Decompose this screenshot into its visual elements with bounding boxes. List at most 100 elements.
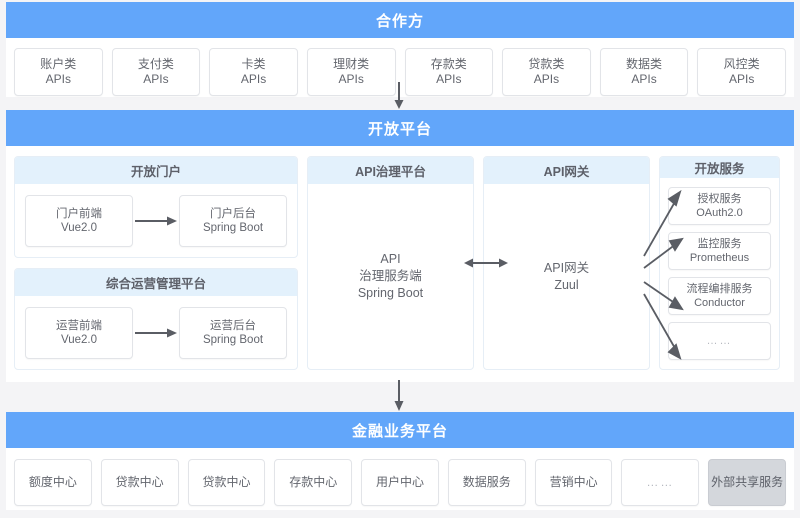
api-gateway-line1: API网关 [543,260,590,275]
partner-api-card-name: 数据类 [626,57,663,71]
api-governance-text: API 治理服务端 Spring Boot [358,251,423,302]
panel-title-api-gateway: API网关 [484,157,649,184]
financial-card-label: 用户中心 [376,475,425,489]
node-operations-frontend[interactable]: 运营前端 Vue2.0 [25,306,133,359]
panel-open-services: 开放服务 授权服务 OAuth2.0 监控服务 Prometheus 流程编排服务 Con… [659,156,780,370]
node-portal-backend-tech: Spring Boot [202,221,264,234]
partner-api-card-sub: APIs [240,72,267,86]
open-service-card[interactable]: 监控服务 Prometheus [668,232,771,270]
arrow-portal-frontend-to-backend [135,216,177,225]
open-service-card-name: 流程编排服务 [686,283,753,295]
open-service-card[interactable]: …… [668,322,771,360]
financial-card-label: …… [646,475,675,489]
partner-api-card-sub: APIs [143,72,169,86]
financial-card[interactable]: 存款中心 [274,459,353,506]
partner-api-card-name: 存款类 [430,57,467,71]
partner-api-card-name: 风控类 [723,57,760,71]
panel-api-governance: API治理平台 API 治理服务端 Spring Boot [307,156,474,370]
financial-card-label: 数据服务 [462,475,511,489]
node-portal-backend-name: 门户后台 [210,207,256,220]
panel-title-operations: 综合运营管理平台 [15,269,297,296]
panel-title-api-governance: API治理平台 [308,157,473,184]
node-portal-frontend-name: 门户前端 [56,207,102,220]
panel-title-open-portal: 开放门户 [15,157,297,184]
panel-body-open-portal: 门户前端 Vue2.0 门户后台 Spring Boot [15,184,297,257]
financial-card-external[interactable]: 外部共享服务 [708,459,787,506]
api-gateway-line2: Zuul [554,277,579,292]
financial-card-label: 存款中心 [289,475,338,489]
financial-card[interactable]: 营销中心 [534,459,613,506]
node-operations-backend-tech: Spring Boot [202,333,264,346]
financial-card[interactable]: 额度中心 [14,459,92,506]
arrow-governance-gateway-bidirectional [464,258,508,268]
partner-api-card-sub: APIs [533,72,560,86]
open-service-card-name: …… [706,335,733,347]
operations-node-pair: 运营前端 Vue2.0 运营后台 Spring Boot [21,306,291,359]
panel-api-gateway: API网关 API网关 Zuul [483,156,650,370]
partner-api-card-name: 账户类 [40,57,77,71]
node-operations-frontend-name: 运营前端 [56,319,102,332]
financial-card-label: 营销中心 [549,475,598,489]
panel-body-api-gateway[interactable]: API网关 Zuul [484,184,649,369]
partner-api-card-sub: APIs [45,72,71,86]
partner-api-card-sub: APIs [729,72,755,86]
open-platform-body: 开放门户 门户前端 Vue2.0 门户 [6,146,794,382]
panel-body-open-services: 授权服务 OAuth2.0 监控服务 Prometheus 流程编排服务 Conducto… [660,178,779,369]
open-platform-band-title: 开放平台 [6,110,794,146]
partner-api-card-sub: APIs [338,72,364,86]
partner-api-card-sub: APIs [436,72,462,86]
api-governance-line2: 治理服务端 [359,269,422,283]
node-portal-frontend[interactable]: 门户前端 Vue2.0 [25,194,133,247]
node-portal-backend[interactable]: 门户后台 Spring Boot [179,194,287,247]
arrow-operations-frontend-to-backend [135,328,177,337]
panel-body-operations: 运营前端 Vue2.0 运营后台 Spring Boot [15,296,297,369]
api-governance-line1: API [380,252,401,266]
open-service-card-name: 监控服务 [697,238,742,250]
open-service-card[interactable]: 授权服务 OAuth2.0 [668,187,771,225]
panel-operations: 综合运营管理平台 运营前端 Vue2.0 [14,268,298,370]
partner-api-card-name: 卡类 [241,57,266,71]
portal-node-pair: 门户前端 Vue2.0 门户后台 Spring Boot [21,194,291,247]
financial-band-title: 金融业务平台 [6,412,794,448]
api-gateway-text: API网关 Zuul [544,260,589,294]
panel-body-api-governance[interactable]: API 治理服务端 Spring Boot [308,184,473,369]
open-service-card-name: 授权服务 [697,193,742,205]
open-service-card[interactable]: 流程编排服务 Conductor [668,277,771,315]
open-service-card-tech: Conductor [694,297,745,309]
open-service-card-tech: OAuth2.0 [696,207,743,219]
financial-card-row: 额度中心 贷款中心 贷款中心 存款中心 用户中心 数据服务 营销中心 …… 外部共享服务 [6,448,794,518]
arrow-platform-to-financial [394,380,404,411]
financial-card[interactable]: 数据服务 [447,459,526,506]
partner-api-card-name: 贷款类 [528,57,565,71]
financial-card[interactable]: 贷款中心 [187,459,266,506]
open-platform-section: 开放平台 开放门户 门户前端 Vue2.0 [6,110,794,382]
partner-api-card-name: 理财类 [333,57,370,71]
partner-band-title: 合作方 [6,2,794,38]
financial-card-label: 贷款中心 [202,475,251,489]
financial-platform-section: 金融业务平台 额度中心 贷款中心 贷款中心 存款中心 用户中心 数据服务 营销中心 …… 外部共… [6,412,794,510]
financial-card[interactable]: 用户中心 [361,459,439,506]
financial-card-label: 贷款中心 [115,475,164,489]
financial-card-label: 额度中心 [28,475,77,489]
node-operations-backend-name: 运营后台 [210,319,256,332]
financial-card[interactable]: 贷款中心 [100,459,179,506]
partner-api-card-sub: APIs [631,72,657,86]
open-service-card-tech: Prometheus [689,252,750,264]
financial-card[interactable]: …… [621,459,700,506]
partner-api-card-name: 支付类 [137,57,174,71]
panel-title-open-services: 开放服务 [660,157,779,178]
financial-card-label: 外部共享服务 [711,475,784,489]
node-operations-backend[interactable]: 运营后台 Spring Boot [179,306,287,359]
left-column: 开放门户 门户前端 Vue2.0 门户 [14,156,298,370]
